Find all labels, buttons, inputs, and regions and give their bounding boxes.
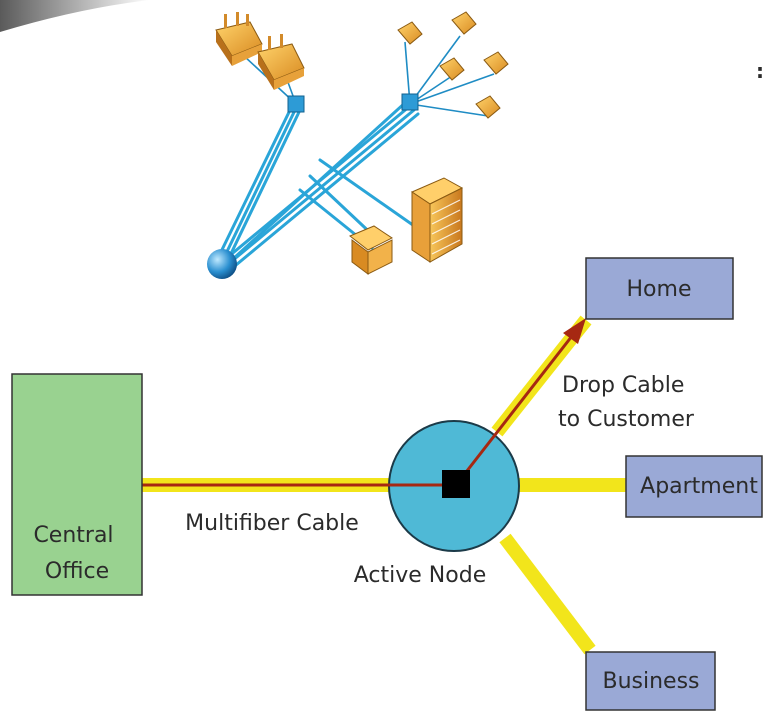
svg-text:Central Office: Central Office: [33, 523, 120, 584]
drop-cable-label-line2: to Customer: [558, 407, 695, 432]
svg-text:Drop Cable to Customer: Drop Cable to Customer: [558, 373, 695, 432]
active-node-label: Active Node: [354, 563, 486, 588]
business-box: [585, 651, 716, 711]
fiber-network-illustration-icon: [207, 11, 509, 279]
central-office-box: [11, 373, 143, 596]
drop-cable-label-line1: Drop Cable: [562, 373, 684, 398]
central-office-label-line2: Office: [45, 559, 109, 584]
central-office-label-line1: Central: [33, 523, 113, 548]
apartment-box: [625, 455, 763, 518]
home-label: Home: [627, 277, 692, 302]
home-box: [585, 257, 734, 320]
drop-arrowhead-icon: [563, 318, 586, 344]
drop-cable-business-yellow: [499, 533, 596, 655]
business-label: Business: [602, 669, 699, 694]
apartment-label: Apartment: [640, 474, 758, 499]
multifiber-cable-label: Multifiber Cable: [185, 511, 359, 536]
stray-mark: :: [756, 59, 764, 83]
fiber-red-drop: [454, 335, 574, 486]
node-core-square: [442, 470, 470, 498]
corner-swoosh-icon: [0, 0, 150, 32]
